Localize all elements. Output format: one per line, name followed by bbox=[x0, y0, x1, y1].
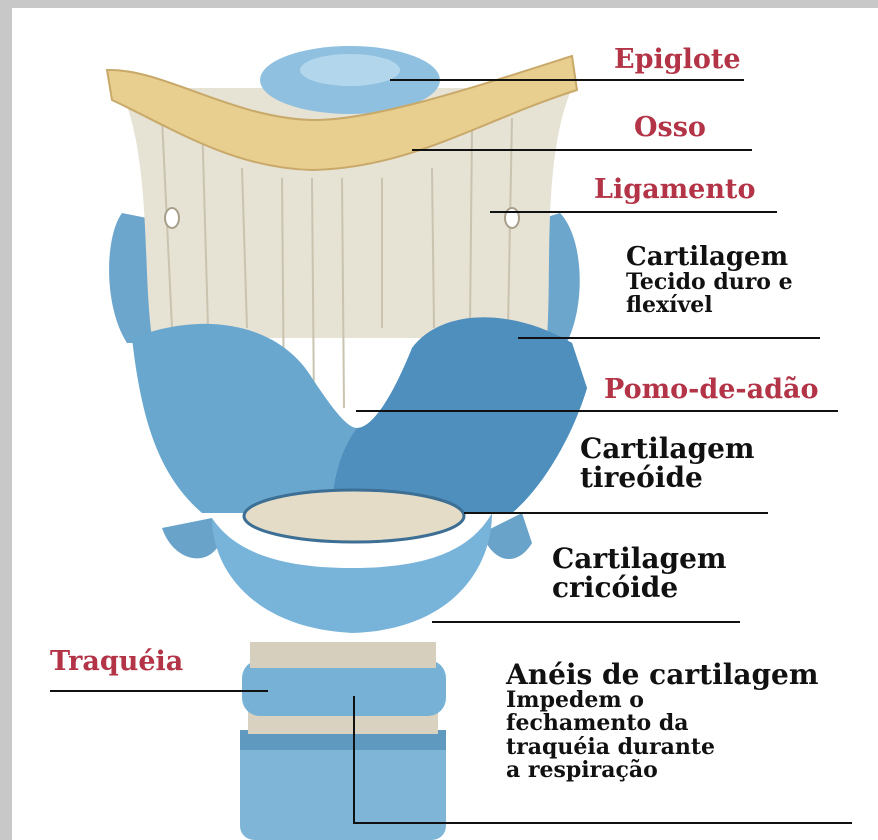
diagram-canvas: Epiglote Osso Ligamento Cartilagem Tecid… bbox=[12, 8, 878, 840]
label-cartilagem-cricoide: Cartilagem cricóide bbox=[552, 544, 727, 603]
label-aneis-line2: Impedem o bbox=[506, 689, 819, 712]
label-cartilagem-title: Cartilagem bbox=[626, 242, 788, 272]
label-aneis-line3: fechamento da bbox=[506, 712, 819, 735]
trachea bbox=[240, 642, 446, 840]
label-cartilagem-line2: Tecido duro e bbox=[626, 271, 793, 294]
label-epiglote: Epiglote bbox=[614, 46, 741, 74]
label-traqueia: Traquéia bbox=[50, 648, 183, 676]
label-aneis-title: Anéis de cartilagem bbox=[506, 658, 819, 691]
label-osso: Osso bbox=[634, 114, 706, 142]
label-cartilagem-line3: flexível bbox=[626, 294, 793, 317]
label-aneis-line4: traquéia durante bbox=[506, 736, 819, 759]
label-cricoide-line2: cricóide bbox=[552, 571, 678, 604]
glottis-opening bbox=[244, 490, 464, 542]
label-cricoide-line1: Cartilagem bbox=[552, 542, 727, 575]
label-ligamento: Ligamento bbox=[594, 176, 755, 204]
label-tireoide-line2: tireóide bbox=[580, 461, 703, 494]
label-cartilagem: Cartilagem Tecido duro e flexível bbox=[626, 244, 793, 317]
label-pomo-de-adao: Pomo-de-adão bbox=[604, 376, 819, 404]
left-foramen bbox=[165, 208, 179, 228]
label-cartilagem-tireoide: Cartilagem tireóide bbox=[580, 434, 755, 493]
trachea-ring-upper bbox=[242, 660, 446, 716]
label-aneis-line5: a respiração bbox=[506, 759, 819, 782]
label-tireoide-line1: Cartilagem bbox=[580, 432, 755, 465]
label-aneis-de-cartilagem: Anéis de cartilagem Impedem o fechamento… bbox=[506, 660, 819, 782]
